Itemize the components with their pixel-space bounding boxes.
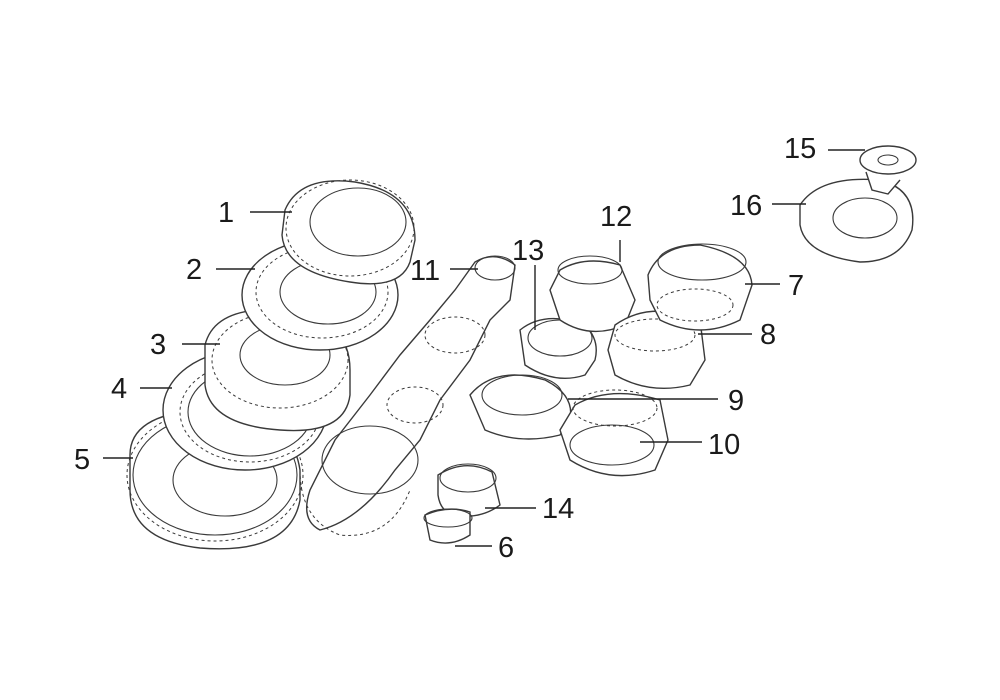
callout-6: 6: [498, 532, 514, 564]
callout-15: 15: [784, 133, 816, 165]
callout-9: 9: [728, 385, 744, 417]
callout-13: 13: [512, 235, 544, 267]
part-16-disc: [799, 178, 914, 263]
part-8-bearing: [607, 310, 706, 390]
callout-5: 5: [74, 444, 90, 476]
part-10-bearing: [559, 389, 669, 477]
callout-3: 3: [150, 329, 166, 361]
part-1-gear: [281, 179, 416, 285]
callout-8: 8: [760, 319, 776, 351]
part-14-bushing: [437, 463, 501, 517]
callout-10: 10: [708, 429, 740, 461]
part-15-bolt: [859, 145, 917, 195]
callout-1: 1: [218, 197, 234, 229]
callout-7: 7: [788, 270, 804, 302]
callout-11: 11: [410, 255, 440, 287]
callout-4: 4: [111, 373, 127, 405]
callout-labels: 1 2 3 4 5 6 7 8 9 10 11 12 13 14 15 16: [74, 133, 816, 564]
part-13-ring: [519, 317, 597, 380]
leader-lines: [103, 149, 865, 547]
part-11-shaft: [299, 255, 516, 536]
callout-2: 2: [186, 254, 202, 286]
part-9-ring: [469, 374, 572, 440]
callout-12: 12: [600, 201, 632, 233]
part-7-bearing: [647, 243, 753, 331]
callout-16: 16: [730, 190, 762, 222]
part-6-circlip: [423, 508, 473, 544]
callout-14: 14: [542, 493, 574, 525]
